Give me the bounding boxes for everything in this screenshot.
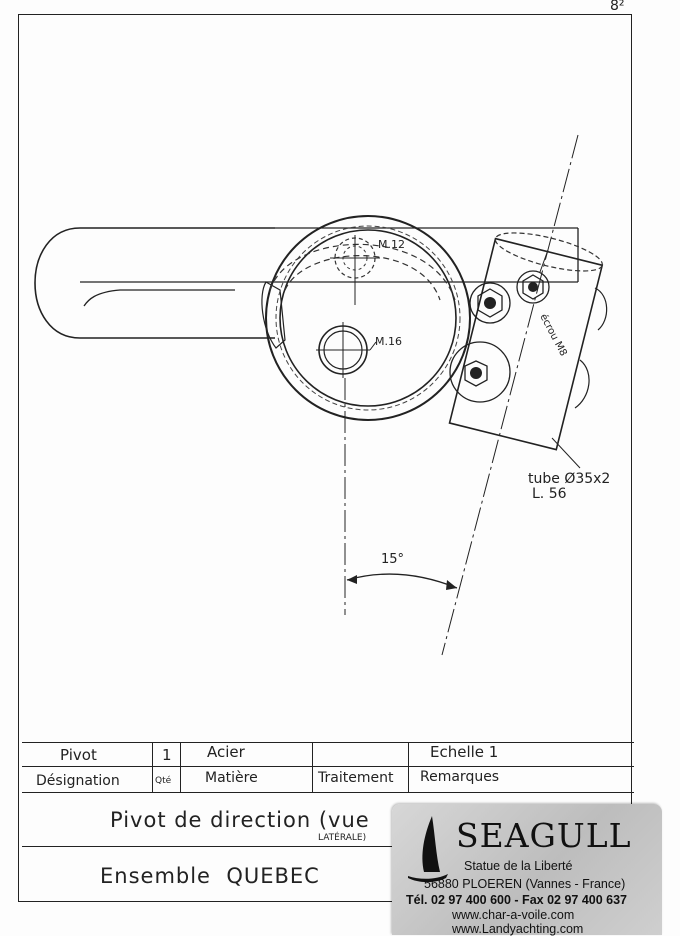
ring-outer — [265, 215, 471, 421]
label-length: L. 56 — [532, 486, 567, 502]
material-header: Matière — [205, 770, 258, 786]
assembly-title: Ensemble QUEBEC — [100, 864, 320, 888]
u-bar — [34, 227, 275, 339]
material-value: Acier — [207, 743, 245, 761]
remarks-header: Remarques — [420, 769, 500, 785]
brand-name: SEAGULL — [456, 816, 632, 855]
ring-inner — [279, 229, 457, 407]
label-tube: tube Ø35x2 — [528, 471, 610, 487]
card-line-5: www.Landyachting.com — [452, 922, 584, 936]
label-nut: écrou M8 — [537, 312, 569, 358]
seagull-card: SEAGULL Statue de la Liberté 56880 PLOER… — [392, 804, 662, 936]
nut-middle — [469, 282, 511, 324]
drawing-title-sub: LATÉRALE) — [318, 833, 367, 843]
label-angle: 15° — [381, 552, 404, 567]
u-bar-inner — [83, 289, 235, 307]
designation-value: Pivot — [60, 746, 97, 764]
quantity-value: 1 — [162, 746, 172, 764]
inclined-tube — [448, 232, 604, 451]
remarks-value: Echelle 1 — [430, 743, 499, 761]
nut-lower — [449, 341, 511, 403]
label-m16: M.16 — [375, 335, 402, 348]
nut-top — [516, 270, 550, 304]
treatment-header: Traitement — [318, 770, 394, 786]
designation-header: Désignation — [36, 773, 120, 789]
quantity-header: Qté — [155, 776, 172, 786]
page-number: 8² — [610, 0, 625, 14]
card-line-1: Statue de la Liberté — [464, 859, 573, 873]
card-line-4: www.char-a-voile.com — [452, 908, 575, 922]
label-m12: M.12 — [378, 238, 405, 251]
drawing-title: Pivot de direction (vue — [110, 808, 370, 832]
sail-logo-icon — [408, 816, 448, 883]
card-line-3: Tél. 02 97 400 600 - Fax 02 97 400 637 — [406, 893, 628, 907]
angle-arc — [346, 573, 458, 589]
drawing-frame — [18, 14, 632, 902]
card-line-2: 56880 PLOEREN (Vannes - France) — [424, 877, 626, 891]
inclined-axis — [441, 134, 579, 656]
